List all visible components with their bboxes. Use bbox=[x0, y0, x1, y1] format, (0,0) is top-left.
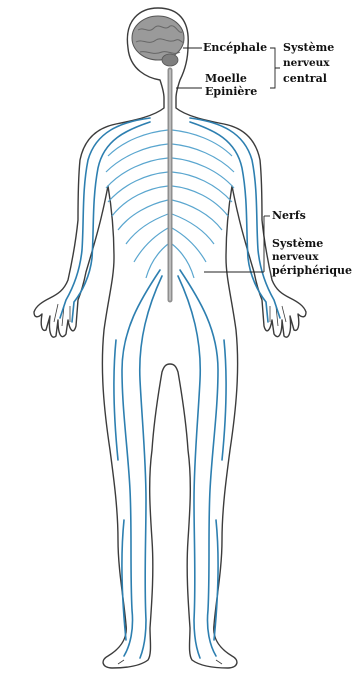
label-snc-line3: central bbox=[283, 73, 327, 85]
label-nerfs: Nerfs bbox=[272, 210, 306, 222]
label-snp-line1: Système bbox=[272, 238, 323, 250]
label-encephale: Encéphale bbox=[203, 42, 267, 54]
label-snc-line2: nerveux bbox=[283, 57, 330, 69]
label-snc-line1: Système bbox=[283, 42, 334, 54]
label-snp-line2: nerveux bbox=[272, 251, 319, 263]
label-moelle: Moelle bbox=[205, 73, 247, 85]
label-snp-line3: périphérique bbox=[272, 265, 352, 277]
label-epiniere: Epinière bbox=[205, 86, 257, 98]
